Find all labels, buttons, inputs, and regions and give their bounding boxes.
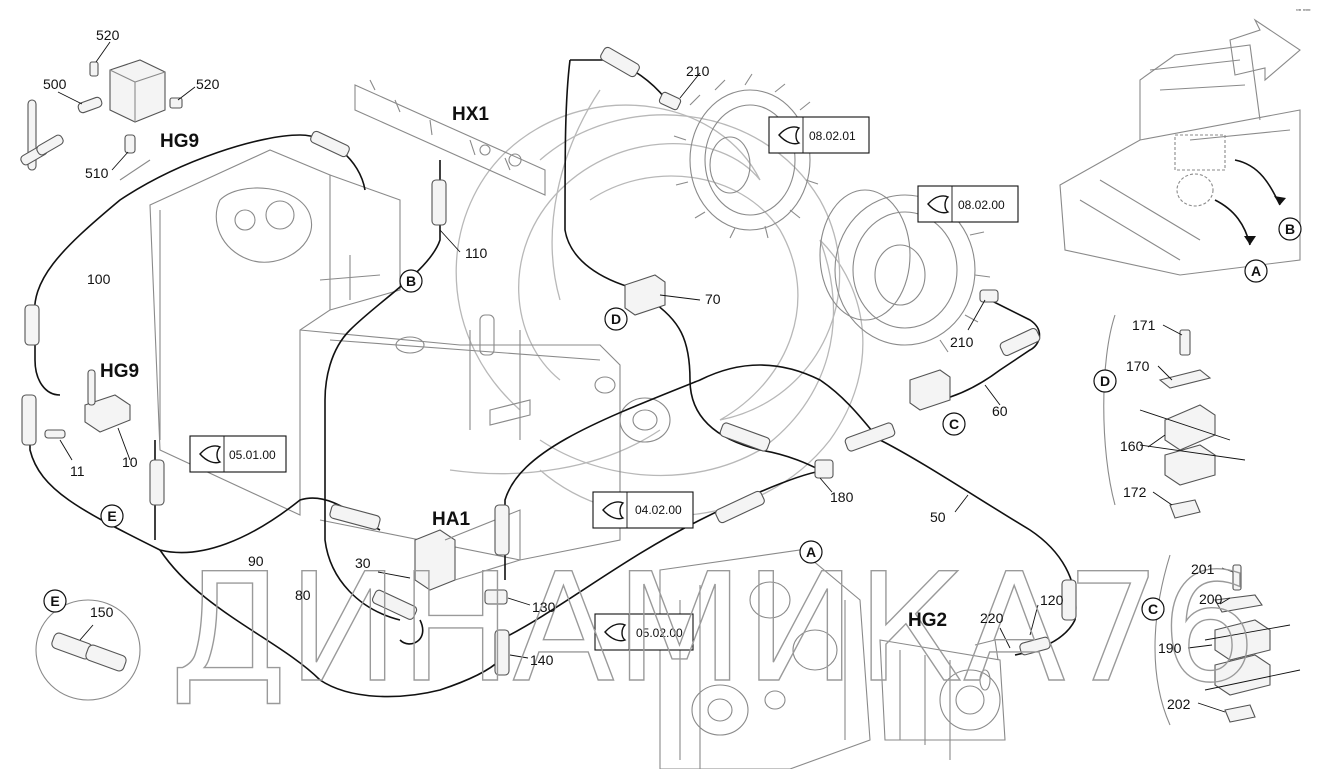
- circle-letter-c-detail: C: [1148, 601, 1158, 617]
- label-210-upper: 210: [686, 63, 710, 79]
- ref-05-01-00: 05.01.00: [229, 448, 276, 462]
- hose-fittings: [21, 46, 1077, 676]
- ref-05-02-00-box[interactable]: 05.02.00: [594, 613, 694, 651]
- label-100: 100: [87, 271, 111, 287]
- fitting-detail-e: [35, 599, 141, 701]
- label-520-right: 520: [196, 76, 220, 92]
- pump-hg2: [879, 639, 1006, 760]
- label-50: 50: [930, 509, 946, 525]
- circle-b-overview: B: [1278, 217, 1302, 241]
- label-171: 171: [1132, 317, 1156, 333]
- ref-05-01-00-box[interactable]: 05.01.00: [189, 435, 287, 473]
- ref-08-02-00-box[interactable]: 08.02.00: [917, 185, 1019, 223]
- circle-c-clamp: C: [942, 412, 966, 436]
- circle-letter-d-clamp: D: [611, 311, 621, 327]
- ref-08-02-00: 08.02.00: [958, 198, 1005, 212]
- label-500: 500: [43, 76, 67, 92]
- machine-overview: [1059, 18, 1301, 276]
- circle-d-clamp: D: [604, 307, 628, 331]
- component-codes: HG9 HX1 HG9 HA1 HG2: [100, 104, 947, 631]
- circle-e-hose: E: [100, 504, 124, 528]
- code-hx1: HX1: [452, 104, 489, 125]
- code-ha1: HA1: [432, 509, 470, 530]
- hydraulic-tank: [149, 149, 671, 561]
- ref-04-02-00-box[interactable]: 04.02.00: [592, 491, 694, 529]
- code-hg9-mid: HG9: [100, 361, 139, 382]
- label-160: 160: [1120, 438, 1144, 454]
- code-hg2: HG2: [908, 610, 947, 631]
- clamp-detail-d: [1103, 314, 1246, 519]
- circle-d-detail: D: [1093, 369, 1117, 393]
- ref-05-02-00: 05.02.00: [636, 626, 683, 640]
- valve-hg9-mid: [44, 369, 131, 439]
- ref-08-02-01-box[interactable]: 08.02.01: [768, 116, 870, 154]
- label-220: 220: [980, 610, 1004, 626]
- label-30: 30: [355, 555, 371, 571]
- circle-c-detail: C: [1141, 597, 1165, 621]
- watermark-text: ДИНАМИКА76: [170, 542, 1256, 716]
- label-202: 202: [1167, 696, 1191, 712]
- circle-letter-a-gearbox: A: [806, 544, 816, 560]
- label-172: 172: [1123, 484, 1147, 500]
- clamp-detail-c: [1154, 554, 1301, 726]
- label-110: 110: [465, 245, 488, 261]
- label-120: 120: [1040, 592, 1064, 608]
- circle-letter-a-overview: A: [1251, 263, 1261, 279]
- label-180: 180: [830, 489, 854, 505]
- circle-letter-b-tank: B: [406, 273, 416, 289]
- label-11: 11: [70, 463, 85, 479]
- valve-hg9-top: [20, 59, 183, 181]
- number-labels: 520 500 520 510 100 110 11 10 90 80 30 1…: [43, 27, 1223, 712]
- block-ha1: [414, 509, 521, 591]
- circle-a-overview: A: [1244, 259, 1268, 283]
- ref-04-02-00: 04.02.00: [635, 503, 682, 517]
- circle-letter-e-detail: E: [50, 593, 59, 609]
- label-510: 510: [85, 165, 109, 181]
- label-170: 170: [1126, 358, 1150, 374]
- label-130: 130: [532, 599, 556, 615]
- manifold-hx1: [354, 79, 546, 196]
- corner-mark: ▫▫ ▫▫▫: [1296, 7, 1310, 14]
- label-201: 201: [1191, 561, 1215, 577]
- label-90: 90: [248, 553, 264, 569]
- circle-letter-b-overview: B: [1285, 221, 1295, 237]
- label-80: 80: [295, 587, 311, 603]
- label-140: 140: [530, 652, 554, 668]
- label-190: 190: [1158, 640, 1182, 656]
- label-10: 10: [122, 454, 138, 470]
- leader-lines: [57, 41, 1234, 713]
- circle-a-gearbox: A: [799, 540, 823, 564]
- circle-e-detail: E: [43, 589, 67, 613]
- label-60: 60: [992, 403, 1008, 419]
- sprocket-right: [819, 189, 991, 353]
- label-70: 70: [705, 291, 721, 307]
- ref-08-02-01: 08.02.01: [809, 129, 856, 143]
- label-200: 200: [1199, 591, 1223, 607]
- circle-letter-d-detail: D: [1100, 373, 1110, 389]
- circle-letter-e-hose: E: [107, 508, 116, 524]
- sprocket-upper: [673, 73, 823, 239]
- code-hg9-top: HG9: [160, 131, 199, 152]
- circle-letter-c-clamp: C: [949, 416, 959, 432]
- circle-b-tank: B: [399, 269, 423, 293]
- label-520-top: 520: [96, 27, 120, 43]
- label-210-lower: 210: [950, 334, 974, 350]
- label-150: 150: [90, 604, 114, 620]
